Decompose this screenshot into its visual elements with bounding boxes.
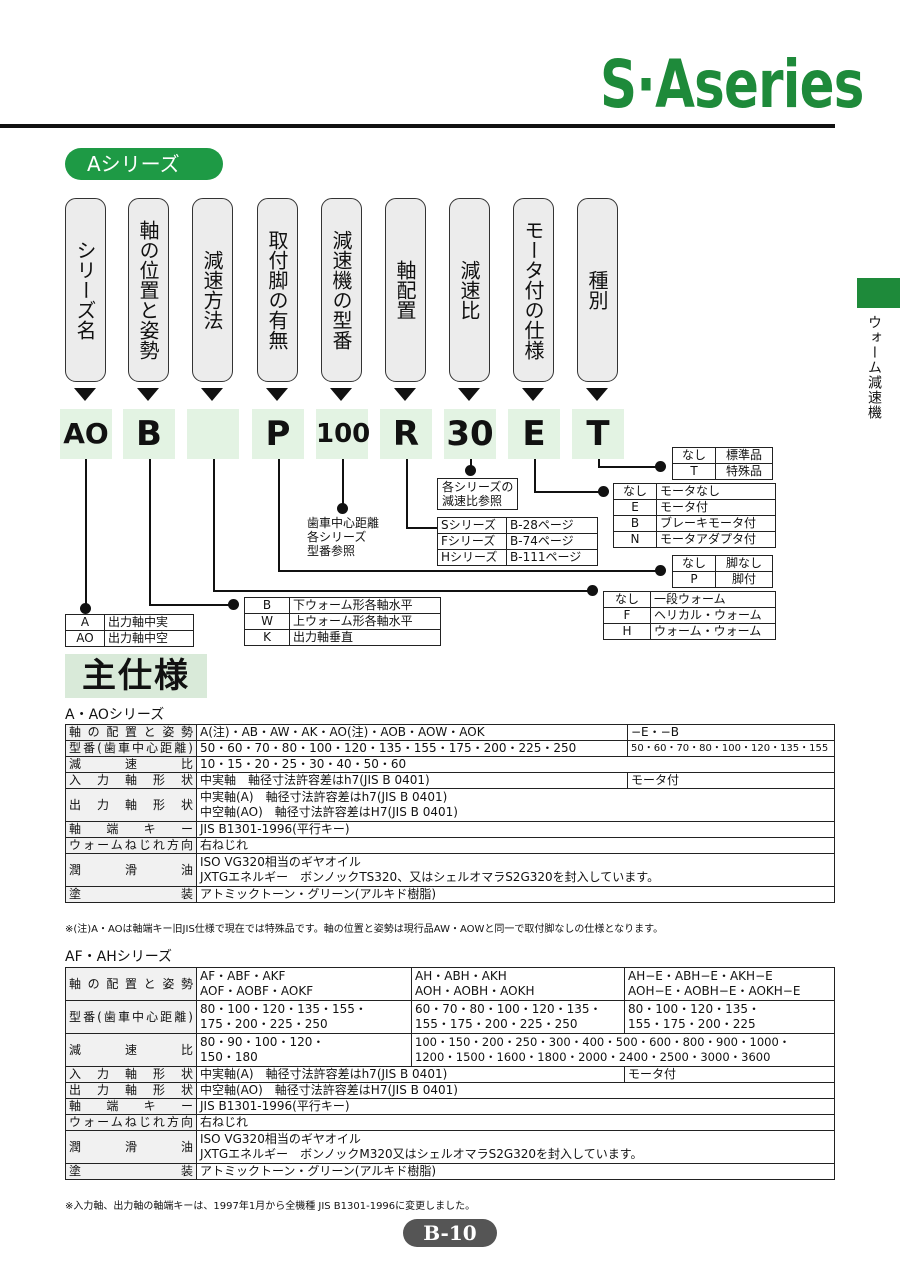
code-model: 100 [316, 409, 370, 459]
card-reduction-ratio: 減速比 [449, 198, 490, 382]
connector-dot [655, 461, 666, 472]
card-mounting-foot: 取付脚の有無 [257, 198, 298, 382]
connector-dot [655, 565, 666, 576]
connector-dot [587, 585, 598, 596]
card-model-number: 減速機の型番 [321, 198, 362, 382]
a-series-title: A・AOシリーズ [65, 707, 165, 723]
arrow-down-icon [74, 388, 96, 401]
connector-dot [465, 465, 476, 476]
arrow-down-icon [266, 388, 288, 401]
table-row: ウォームねじれ方向 右ねじれ [65, 837, 835, 854]
a-series-footnote: ※(注)A・AOは軸端キー旧JIS仕様で現在では特殊品です。軸の位置と姿勢は現行… [65, 924, 664, 935]
table-row: 軸の配置と姿勢 A(注)・AB・AW・AK・AO(注)・AOB・AOW・AOK … [65, 724, 835, 741]
code-ratio: 30 [444, 409, 496, 459]
card-type: 種別 [577, 198, 618, 382]
table-row: 減速比 10・15・20・25・30・40・50・60 [65, 756, 835, 773]
table-row: 型番(歯車中心距離) 80・100・120・135・155・175・200・22… [65, 1000, 835, 1034]
a-series-spec-table: 軸の配置と姿勢 A(注)・AB・AW・AK・AO(注)・AOB・AOW・AOK … [65, 724, 835, 903]
code-type: T [572, 409, 624, 459]
table-row: 軸端キー JIS B1301-1996(平行キー) [65, 821, 835, 838]
code-method [187, 409, 239, 459]
side-tab-label: ウォーム減速機 [866, 315, 882, 420]
brand-logo: S·Aseries [600, 46, 864, 123]
code-series: AO [60, 409, 112, 459]
table-row: 出力軸形状 中空軸(AO) 軸径寸法許容差はH7(JIS B 0401) [65, 1082, 835, 1099]
af-series-title: AF・AHシリーズ [65, 949, 173, 965]
card-shaft-arrangement: 軸配置 [385, 198, 426, 382]
header-rule [0, 124, 835, 128]
arrow-down-icon [394, 388, 416, 401]
table-row: 出力軸形状 中実軸(A) 軸径寸法許容差はh7(JIS B 0401)中空軸(A… [65, 788, 835, 822]
connector-dot [598, 486, 609, 497]
card-shaft-position: 軸の位置と姿勢 [128, 198, 169, 382]
connector-dot [80, 603, 91, 614]
arrow-down-icon [522, 388, 544, 401]
connector-dot [228, 599, 239, 610]
table-row: 塗装 アトミックトーン・グリーン(アルキド樹脂) [65, 1163, 835, 1180]
table-row: 入力軸形状 中実軸(A) 軸径寸法許容差はh7(JIS B 0401) モータ付 [65, 1066, 835, 1083]
center-distance-note: 歯車中心距離 各シリーズ 型番参照 [303, 515, 384, 559]
code-motor: E [508, 409, 560, 459]
arrow-down-icon [330, 388, 352, 401]
code-arrangement: R [380, 409, 432, 459]
table-row: 軸端キー JIS B1301-1996(平行キー) [65, 1098, 835, 1115]
table-row: ウォームねじれ方向 右ねじれ [65, 1114, 835, 1131]
ratio-note: 各シリーズの 減速比参照 [437, 478, 519, 510]
arrow-down-icon [586, 388, 608, 401]
code-position: B [123, 409, 175, 459]
af-series-footnote: ※入力軸、出力軸の軸端キーは、1997年1月から全機種 JIS B1301-19… [65, 1201, 476, 1212]
card-reduction-method: 減速方法 [192, 198, 233, 382]
connector-dot [337, 503, 348, 514]
arrow-down-icon [458, 388, 480, 401]
card-series-name: シリーズ名 [65, 198, 106, 382]
side-tab-marker [857, 278, 900, 308]
table-row: 型番(歯車中心距離) 50・60・70・80・100・120・135・155・1… [65, 740, 835, 757]
series-pill: Aシリーズ [65, 148, 223, 180]
arrow-down-icon [137, 388, 159, 401]
card-motor-spec: モータ付の仕様 [513, 198, 554, 382]
main-spec-heading: 主仕様 [65, 654, 207, 698]
code-foot: P [252, 409, 304, 459]
table-row: 塗装 アトミックトーン・グリーン(アルキド樹脂) [65, 886, 835, 903]
page-number: B-10 [403, 1219, 497, 1247]
arrow-down-icon [201, 388, 223, 401]
table-row: 減速比 80・90・100・120・150・180 100・150・200・25… [65, 1033, 835, 1067]
table-row: 入力軸形状 中実軸 軸径寸法許容差はh7(JIS B 0401) モータ付 [65, 772, 835, 789]
